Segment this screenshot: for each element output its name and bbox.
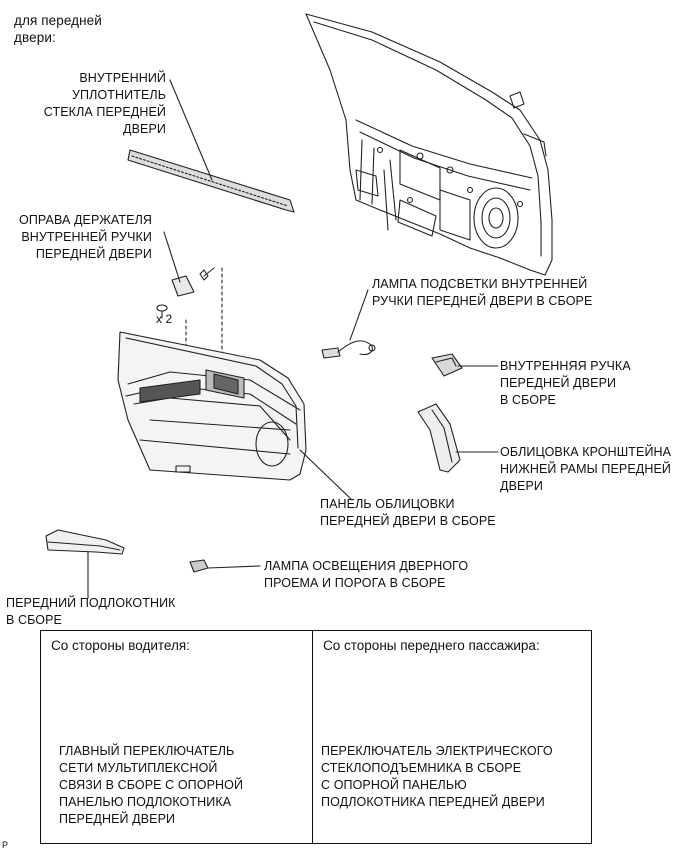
handle-lamp-drawing [321,340,376,359]
armrest-drawing [45,529,125,555]
weatherstrip-leader [169,79,213,181]
door-trim-panel-drawing [117,331,307,481]
passenger-side-panel: Со стороны переднего пассажира: ПЕРЕКЛЮЧ… [312,630,592,844]
driver-side-panel: Со стороны водителя: ГЛАВНЫЙ ПЕРЕКЛЮЧАТЕ… [40,630,314,844]
handle-lamp-leader [349,289,369,341]
label-inner-handle: ВНУТРЕННЯЯ РУЧКА ПЕРЕДНЕЙ ДВЕРИ В СБОРЕ [500,359,631,407]
label-armrest: ПЕРЕДНИЙ ПОДЛОКОТНИК В СБОРЕ [6,596,176,627]
label-inner-weatherstrip: ВНУТРЕННИЙ УПЛОТНИТЕЛЬ СТЕКЛА ПЕРЕДНЕЙ Д… [43,71,166,136]
inner-weatherstrip-drawing [127,149,295,213]
label-passenger-switch: ПЕРЕКЛЮЧАТЕЛЬ ЭЛЕКТРИЧЕСКОГО СТЕКЛОПОДЪЕ… [321,744,553,809]
passenger-side-header: Со стороны переднего пассажира: [323,638,540,653]
handle-bezel-leader [163,231,181,283]
lower-frame-garnish-drawing [417,403,461,473]
door-frame-drawing [305,13,553,276]
label-lower-frame-garnish: ОБЛИЦОВКА КРОНШТЕЙНА НИЖНЕЙ РАМЫ ПЕРЕДНЕ… [500,445,672,493]
driver-side-header: Со стороны водителя: [51,638,190,653]
label-screw-quantity: x 2 [156,312,173,326]
label-courtesy-lamp: ЛАМПА ОСВЕЩЕНИЯ ДВЕРНОГО ПРОЕМА И ПОРОГА… [264,559,469,590]
courtesy-lamp-leader [207,565,261,569]
courtesy-lamp-drawing [189,559,209,573]
label-trim-panel: ПАНЕЛЬ ОБЛИЦОВКИ ПЕРЕДНЕЙ ДВЕРИ В СБОРЕ [320,497,496,528]
clip-drawing [156,304,168,319]
inner-handle-drawing [431,353,463,377]
figure-code: P [2,840,9,850]
trim-panel-leader [299,449,353,501]
handle-bezel-drawing [171,275,195,297]
screw-drawing [199,267,215,281]
diagram-title: для передней двери: [14,13,102,45]
label-handle-bezel: ОПРАВА ДЕРЖАТЕЛЯ ВНУТРЕННЕЙ РУЧКИ ПЕРЕДН… [19,213,152,261]
label-driver-master-switch: ГЛАВНЫЙ ПЕРЕКЛЮЧАТЕЛЬ СЕТИ МУЛЬТИПЛЕКСНО… [59,744,244,826]
label-handle-lamp: ЛАМПА ПОДСВЕТКИ ВНУТРЕННЕЙ РУЧКИ ПЕРЕДНЕ… [372,277,593,308]
